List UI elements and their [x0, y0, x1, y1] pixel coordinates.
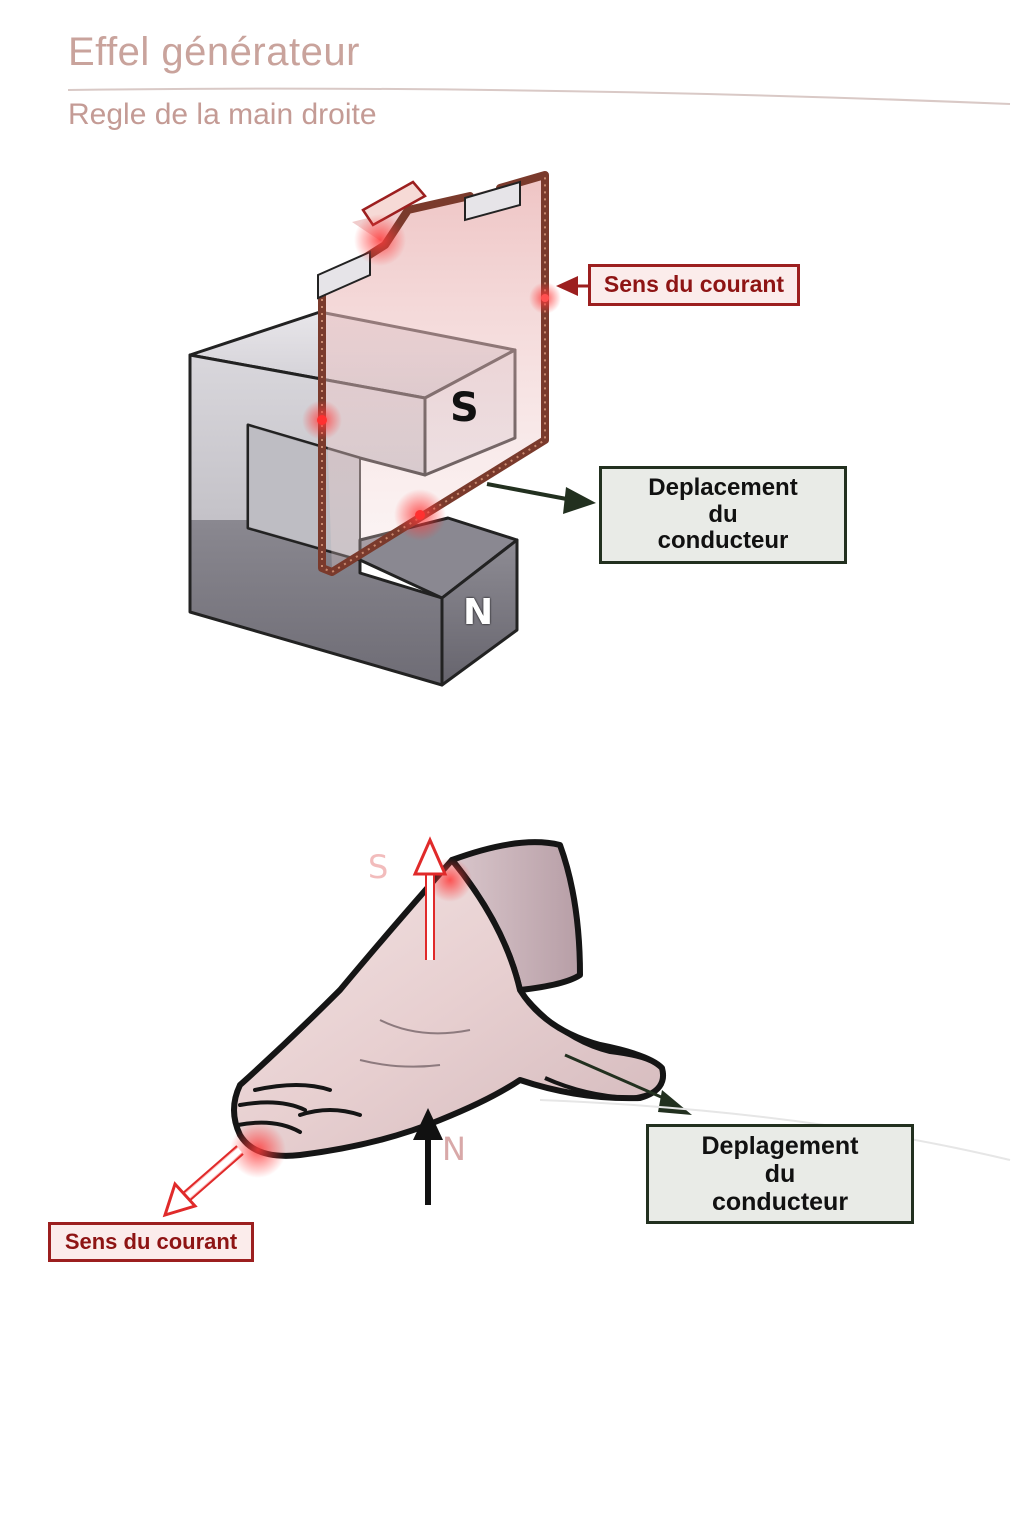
- current-label-top-text: Sens du courant: [603, 271, 785, 298]
- field-north-label: N: [442, 1130, 466, 1168]
- field-arrow-north: [413, 1108, 443, 1205]
- page-title: Effel générateur: [68, 30, 360, 74]
- magnet-north-label: N: [463, 592, 494, 633]
- brush-left: [317, 250, 371, 300]
- current-label-top: Sens du courant: [588, 264, 800, 306]
- brush-right: [464, 180, 521, 222]
- north-pole-face: [440, 538, 519, 687]
- page-subtitle: Regle de la main droite: [68, 98, 377, 131]
- current-label-bottom: Sens du courant: [48, 1222, 254, 1262]
- field-arrow-south: [412, 836, 448, 960]
- current-arrow-bottom: [162, 1145, 244, 1218]
- motion-label-top: Deplacement du conducteur: [599, 466, 847, 564]
- motion-label-bottom: Deplagement du conducteur: [646, 1124, 914, 1224]
- motion-arrow-top: [486, 482, 596, 514]
- magnet-south-label: S: [450, 385, 479, 431]
- finger-lines: [236, 1083, 362, 1134]
- current-arrow-top: [556, 276, 590, 296]
- motion-label-bottom-line1: Deplagement: [701, 1132, 859, 1160]
- motion-label-top-line2: du: [708, 500, 738, 528]
- motion-label-bottom-line2: du: [764, 1160, 796, 1188]
- current-label-bottom-text: Sens du courant: [64, 1228, 238, 1254]
- motion-label-top-line1: Deplacement: [648, 473, 798, 501]
- motion-label-bottom-line3: conducteur: [711, 1188, 849, 1216]
- header-divider: [67, 87, 1011, 105]
- right-hand-illustration: [230, 839, 667, 1178]
- conductor-loop: [302, 171, 561, 576]
- thumb: [518, 988, 667, 1101]
- motion-label-top-line3: conducteur: [657, 527, 789, 555]
- field-south-label: S: [368, 848, 389, 886]
- hand-body: [231, 857, 666, 1159]
